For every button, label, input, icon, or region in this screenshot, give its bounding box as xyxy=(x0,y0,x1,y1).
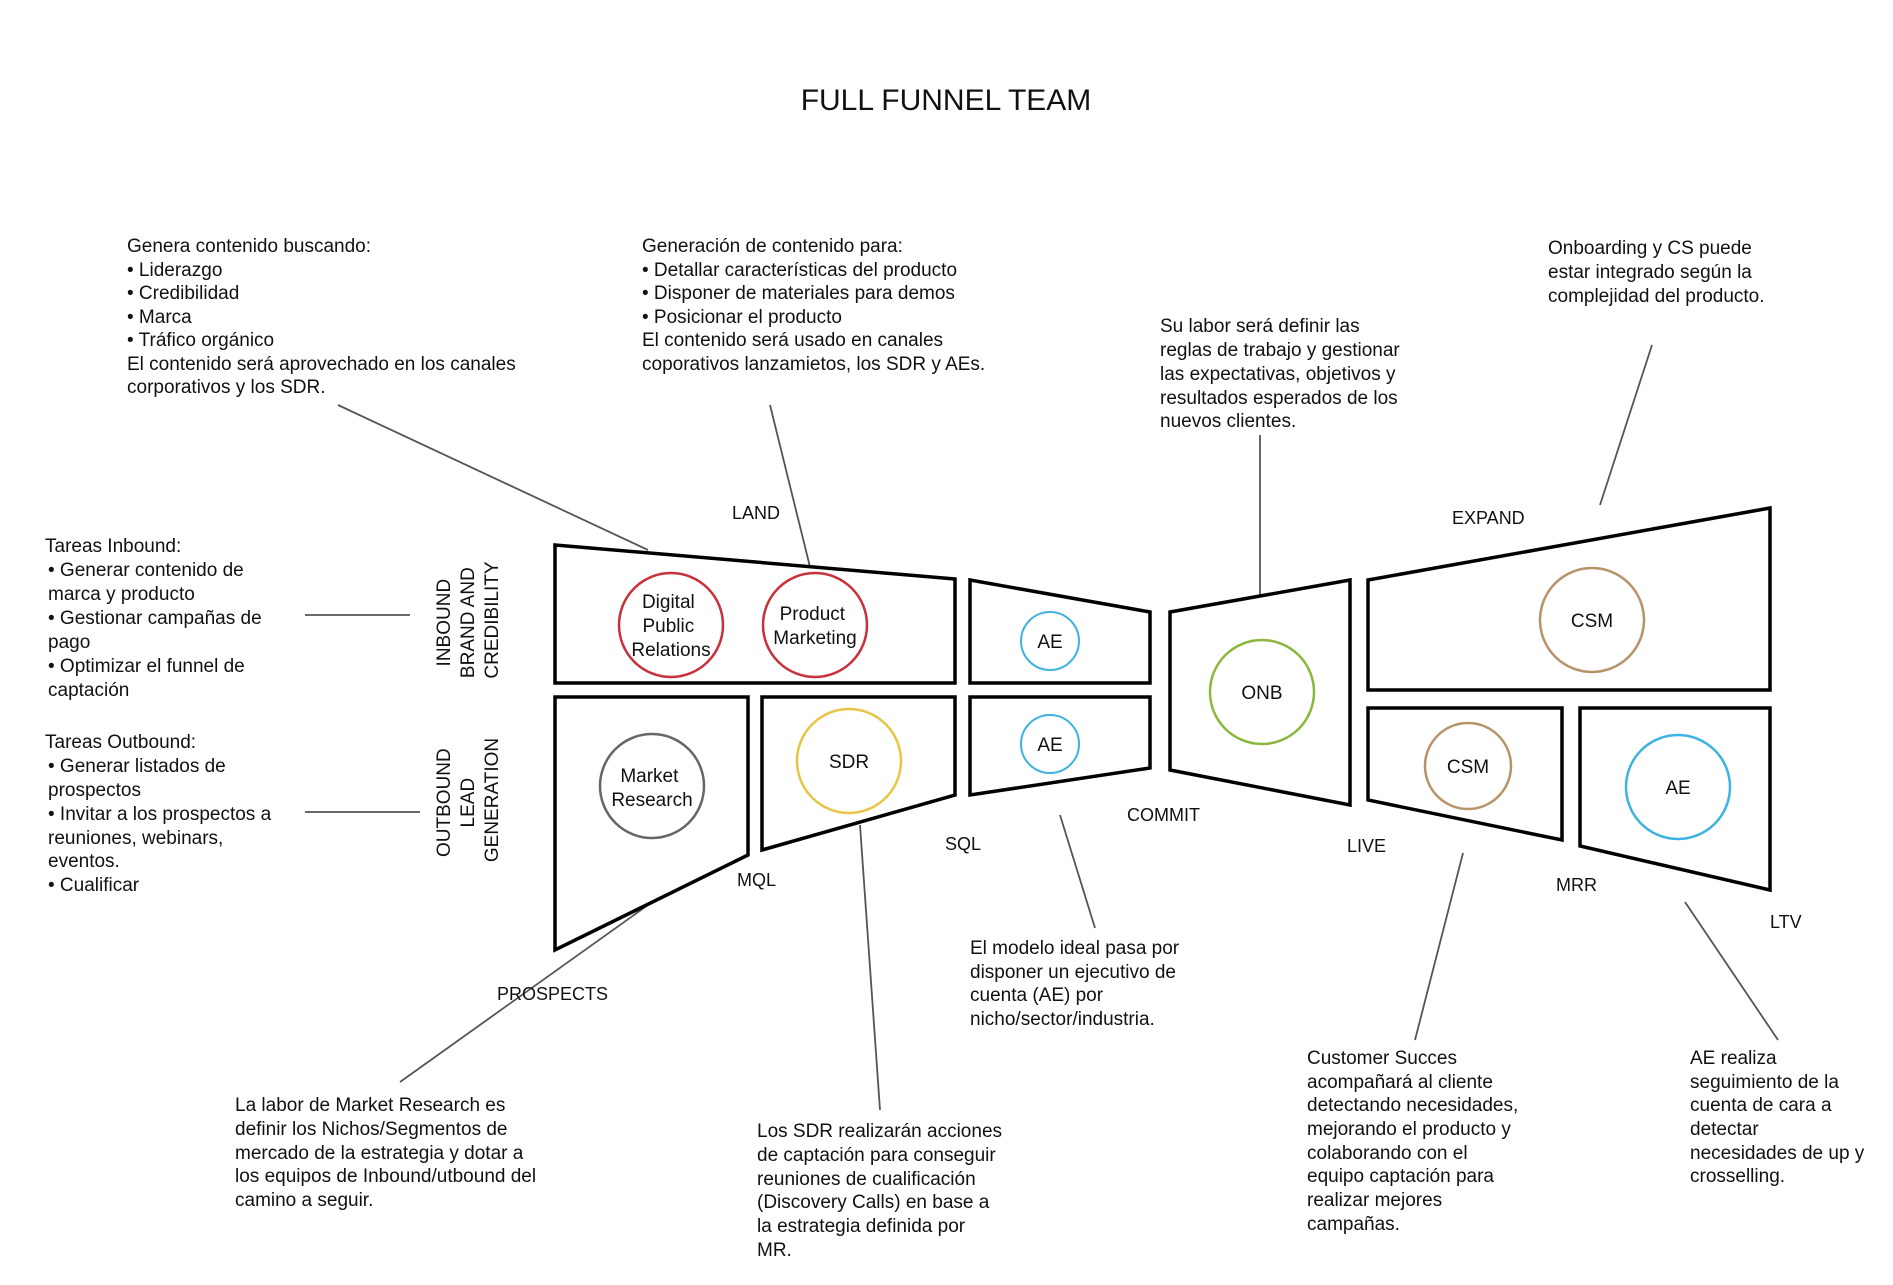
shape-onb-commit xyxy=(1168,577,1352,808)
role-ae-outbound: AE xyxy=(1037,735,1062,756)
lane-label-inbound: INBOUND BRAND AND CREDIBILITY xyxy=(434,561,503,679)
circle-ae-inbound xyxy=(1020,611,1080,671)
circle-digital-pr xyxy=(617,571,725,679)
role-ae-inbound: AE xyxy=(1037,632,1062,653)
note-modelo: El modelo ideal pasa por disponer un eje… xyxy=(970,938,1184,1030)
stage-sql: SQL xyxy=(945,834,981,854)
circle-product-marketing xyxy=(761,571,869,679)
note-onboarding: Onboarding y CS puede estar integrado se… xyxy=(1548,238,1765,307)
role-ae-ltv: AE xyxy=(1665,778,1690,799)
funnel-shapes xyxy=(553,505,1772,953)
connector-customer-succes xyxy=(1414,852,1464,1041)
stage-mql: MQL xyxy=(737,870,776,890)
connector-market-research xyxy=(399,904,649,1083)
stage-expand: EXPAND xyxy=(1452,508,1525,528)
circle-sdr xyxy=(795,707,903,815)
connector-lines xyxy=(305,344,1779,1111)
circle-market-research xyxy=(598,732,706,840)
role-csm-expand: CSM xyxy=(1571,611,1613,632)
lane-label-outbound: OUTBOUND LEAD GENERATION xyxy=(434,738,503,862)
circle-csm-expand xyxy=(1538,566,1646,674)
role-product-marketing: Product Marketing xyxy=(773,604,856,649)
connector-modelo xyxy=(1059,814,1096,929)
role-sdr: SDR xyxy=(829,752,869,773)
role-csm-live: CSM xyxy=(1447,757,1489,778)
stage-land: LAND xyxy=(732,503,780,523)
shape-outbound-prospects xyxy=(553,695,750,953)
note-su-labor: Su labor será definir las reglas de trab… xyxy=(1160,316,1405,432)
note-market-research: La labor de Market Research es definir l… xyxy=(235,1095,541,1211)
connector-ae-realiza xyxy=(1684,901,1779,1041)
shape-inbound-land xyxy=(553,543,957,685)
stage-commit: COMMIT xyxy=(1127,805,1200,825)
circle-csm-live xyxy=(1423,721,1513,811)
stage-prospects: PROSPECTS xyxy=(497,984,608,1004)
shape-expand xyxy=(1366,505,1772,692)
connector-generacion xyxy=(769,404,811,568)
svg-text:OUTBOUND LEAD GENE: OUTBOUND LEAD GENERATION xyxy=(434,738,503,862)
note-generacion: Generación de contenido para: • Detallar… xyxy=(642,236,985,375)
role-onb: ONB xyxy=(1241,683,1282,704)
note-genera: Genera contenido buscando: • Liderazgo •… xyxy=(127,236,521,398)
stage-ltv: LTV xyxy=(1770,912,1802,932)
circle-ae-ltv xyxy=(1624,733,1732,841)
stage-mrr: MRR xyxy=(1556,875,1597,895)
role-digital-pr: Digital Public Relations xyxy=(631,592,710,661)
connector-onboarding xyxy=(1599,344,1653,506)
note-ae-realiza: AE realiza seguimiento de la cuenta de c… xyxy=(1690,1048,1870,1187)
role-market-research: Market Research xyxy=(611,766,692,811)
role-circles: Digital Public Relations Product Marketi… xyxy=(598,566,1732,841)
connector-sdr xyxy=(859,824,881,1111)
note-tareas-outbound: Tareas Outbound: • Generar listados de p… xyxy=(45,732,276,896)
svg-text:INBOUND BRAND AND: INBOUND BRAND AND CREDIBILITY xyxy=(434,561,503,679)
circle-ae-outbound xyxy=(1020,714,1080,774)
shape-live xyxy=(1366,706,1564,843)
note-sdr: Los SDR realizarán acciones de captación… xyxy=(757,1121,1007,1261)
shape-inbound-sql xyxy=(968,577,1152,685)
connector-genera xyxy=(337,404,649,551)
page-title: FULL FUNNEL TEAM xyxy=(801,84,1092,117)
stage-live: LIVE xyxy=(1347,836,1386,856)
note-tareas-inbound: Tareas Inbound: • Generar contenido de m… xyxy=(45,536,267,701)
circle-onb xyxy=(1208,638,1316,746)
note-customer-succes: Customer Succes acompañará al cliente de… xyxy=(1307,1048,1524,1235)
shape-mrr xyxy=(1578,706,1772,893)
shape-outbound-sql xyxy=(968,695,1152,798)
stage-labels: LAND EXPAND PROSPECTS MQL SQL COMMIT LIV… xyxy=(497,503,1802,1004)
shape-outbound-mql xyxy=(760,695,957,853)
